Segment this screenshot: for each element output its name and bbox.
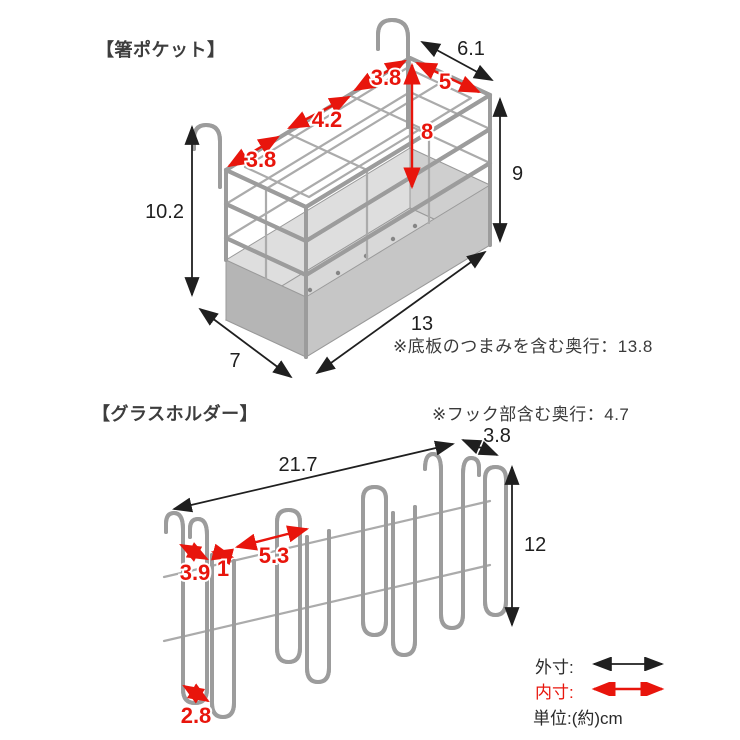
dim-label-bottom-width: 13 xyxy=(411,313,433,335)
dim-label-inner-5: 5 xyxy=(439,69,451,94)
glass-holder-title: 【グラスホルダー】 xyxy=(92,404,259,424)
legend-outer-arrow-icon xyxy=(592,657,664,671)
dim-label-hook-span: 3.9 xyxy=(180,560,211,585)
glass-holder-wire-highlights xyxy=(164,452,508,719)
dim-label-bottom-depth: 7 xyxy=(229,350,240,372)
dim-label-holder-width: 21.7 xyxy=(279,454,318,476)
dim-label-inner-42: 4.2 xyxy=(312,107,343,132)
dim-label-holder-height: 12 xyxy=(524,534,546,556)
dim-arrow-inner-38b xyxy=(227,135,280,168)
dim-label-inner-depth: 8 xyxy=(421,119,433,144)
dim-label-hook-gap: 1 xyxy=(217,556,229,581)
dim-arrow-inner-38a xyxy=(353,59,407,92)
dim-label-inner-38b: 3.8 xyxy=(246,147,277,172)
dim-arrow-holder-width xyxy=(172,440,455,513)
dim-arrow-inner-5 xyxy=(415,61,481,94)
dim-label-holder-depth: 3.8 xyxy=(483,425,511,447)
legend-inner-label: 内寸: xyxy=(535,683,574,702)
dim-arrow-hook-gap xyxy=(210,543,235,566)
dim-arrow-slot-pitch xyxy=(234,525,310,551)
dim-arrow-inner-42 xyxy=(287,95,351,130)
legend-inner-arrow-icon xyxy=(591,682,665,696)
dim-label-bottom-hook: 2.8 xyxy=(181,703,212,728)
dim-label-top-depth: 6.1 xyxy=(457,38,485,60)
legend-unit-label: 単位:(約)cm xyxy=(533,709,623,728)
dim-arrow-bottom-hook xyxy=(182,683,210,704)
dim-label-inner-38a: 3.8 xyxy=(371,65,402,90)
glass-holder-note: ※フック部含む奥行：4.7 xyxy=(432,405,630,424)
dim-arrow-hook-span xyxy=(179,542,209,562)
chopstick-pocket-diagram: 6.1 9 10.2 7 13 3.8 5 4.2 3.8 8 xyxy=(145,18,523,379)
dim-arrow-bottom-depth xyxy=(198,307,293,379)
dim-label-height-right: 9 xyxy=(512,163,523,185)
dim-label-slot-pitch: 5.3 xyxy=(259,543,290,568)
dim-arrow-bottom-width xyxy=(315,250,487,375)
dim-arrow-holder-depth xyxy=(461,439,499,456)
legend-outer-label: 外寸: xyxy=(535,658,574,677)
chopstick-pocket-title: 【箸ポケット】 xyxy=(96,40,226,60)
glass-holder-diagram: 21.7 3.8 12 3.9 1 5.3 2.8 xyxy=(162,425,546,730)
glass-holder-wires xyxy=(164,452,508,719)
dim-label-height-left: 10.2 xyxy=(145,201,184,223)
chopstick-pocket-note: ※底板のつまみを含む奥行：13.8 xyxy=(393,337,653,356)
